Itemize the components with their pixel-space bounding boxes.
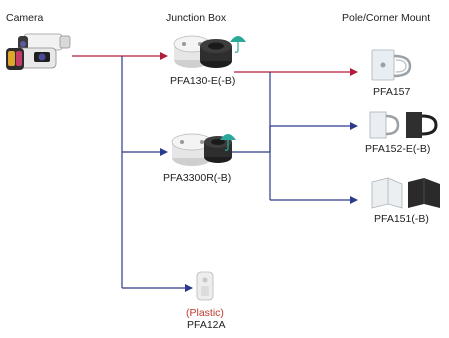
pfa3300r-junction-box-icon [171, 133, 236, 166]
camera-icon [6, 33, 71, 70]
pfa157-pole-mount-icon [371, 49, 412, 81]
label-pfa152: PFA152-E(-B) [365, 143, 431, 155]
label-pfa130: PFA130-E(-B) [170, 75, 236, 87]
pfa12a-adapter-icon [196, 271, 214, 301]
label-pfa151: PFA151(-B) [374, 213, 429, 225]
pfa130-junction-box-icon [173, 35, 246, 68]
pfa151-corner-mount-icon [371, 177, 440, 209]
header-camera: Camera [6, 12, 44, 24]
header-pole-corner-mount: Pole/Corner Mount [342, 12, 431, 24]
pfa152-pole-mount-icon [369, 111, 438, 139]
label-pfa12a-note: (Plastic) [186, 307, 224, 319]
label-pfa12a: PFA12A [187, 319, 226, 331]
header-junction-box: Junction Box [166, 12, 227, 24]
label-pfa157: PFA157 [373, 86, 411, 98]
label-pfa3300r: PFA3300R(-B) [163, 172, 232, 184]
